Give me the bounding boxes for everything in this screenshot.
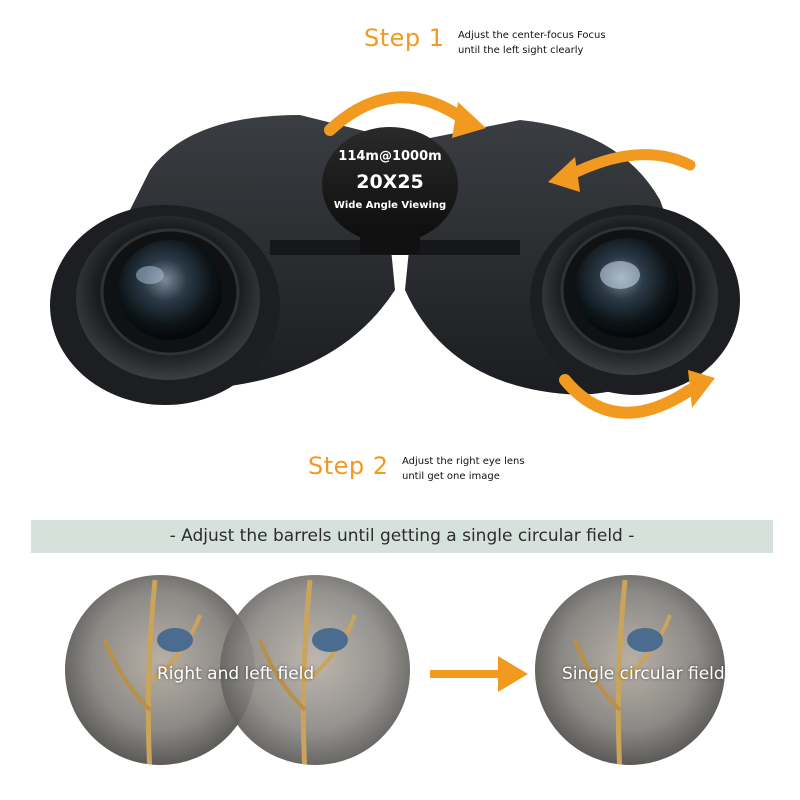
focus-wheel-line3: Wide Angle Viewing	[334, 200, 446, 211]
step1-top-arrow	[324, 91, 471, 136]
step2-arrow	[559, 374, 696, 419]
left-field	[65, 575, 255, 765]
circular-fields-illustration	[65, 575, 725, 765]
transition-arrow-shaft	[430, 670, 500, 678]
single-field	[535, 575, 725, 765]
binocular-illustration: 114m@1000m 20X25 Wide Angle Viewing	[50, 91, 740, 419]
focus-wheel-knurl	[360, 230, 420, 254]
banner-text: - Adjust the barrels until getting a sin…	[169, 526, 635, 546]
transition-arrow-icon	[498, 656, 528, 692]
single-field-label: Single circular field	[562, 664, 725, 684]
step2-note-line1: Adjust the right eye lens	[402, 456, 525, 467]
right-lens-glare	[600, 261, 640, 289]
step2-arrowhead	[688, 370, 715, 408]
left-lens-glare	[136, 266, 164, 284]
left-lens	[118, 240, 222, 340]
focus-wheel	[322, 127, 458, 243]
butterfly-icon	[312, 628, 348, 652]
step1-note-line1: Adjust the center-focus Focus	[458, 30, 606, 41]
step1-top-arrowhead	[452, 102, 486, 138]
step2-title: Step 2	[308, 452, 389, 480]
focus-wheel-line2: 20X25	[356, 171, 424, 193]
step2-note: Adjust the right eye lens until get one …	[402, 454, 525, 484]
step1-note: Adjust the center-focus Focus until the …	[458, 28, 606, 58]
step2-note-line2: until get one image	[402, 471, 500, 482]
butterfly-icon	[627, 628, 663, 652]
right-eye-field	[220, 575, 410, 765]
focus-wheel-line1: 114m@1000m	[338, 149, 441, 164]
left-field-label: Right and left field	[157, 664, 315, 684]
step1-title: Step 1	[364, 24, 445, 52]
step1-side-arrowhead	[548, 157, 580, 192]
instruction-banner: - Adjust the barrels until getting a sin…	[31, 520, 773, 553]
step1-side-arrow	[564, 149, 696, 181]
step1-note-line2: until the left sight clearly	[458, 45, 584, 56]
butterfly-icon	[157, 628, 193, 652]
